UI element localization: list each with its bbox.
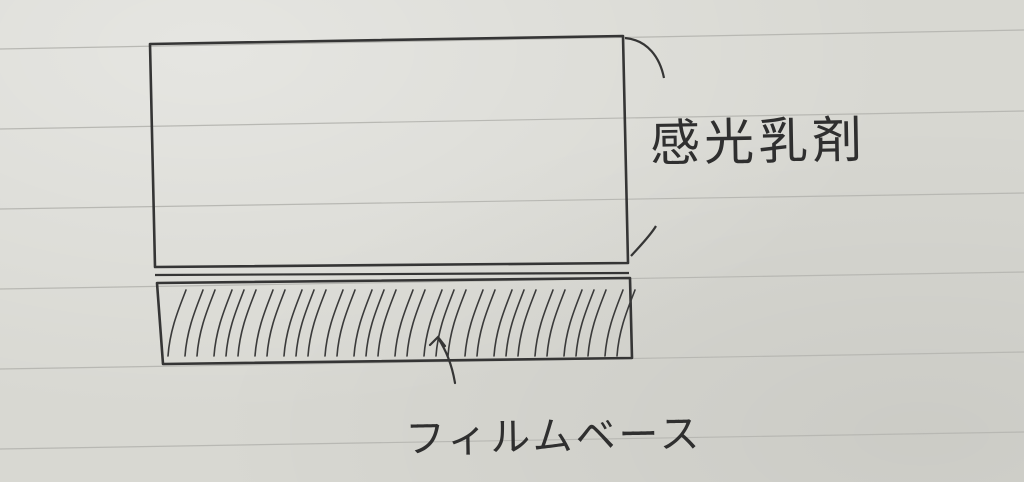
hatch-stroke (295, 289, 315, 357)
hatch-stroke (563, 289, 583, 357)
hatch-stroke (196, 289, 216, 357)
film-base-label: フィルムベース (404, 411, 703, 463)
hatch-stroke (237, 289, 257, 357)
rule-line (0, 431, 1024, 450)
hatch-stroke (464, 289, 484, 357)
hatch-stroke (225, 289, 245, 357)
hatch-stroke (213, 289, 233, 357)
hatch-stroke (435, 289, 455, 357)
hatch-stroke (493, 289, 513, 357)
rule-line (0, 192, 1024, 210)
hatch-stroke (505, 289, 525, 357)
hatch-stroke (307, 289, 327, 357)
hatch-stroke (184, 289, 204, 357)
film-base-hatching (167, 289, 636, 357)
hatch-stroke (336, 289, 356, 357)
hatch-stroke (167, 289, 187, 357)
hatch-stroke (394, 289, 414, 357)
hatch-stroke (517, 289, 537, 357)
hatch-stroke (324, 289, 344, 357)
hatch-stroke (534, 289, 554, 357)
hatch-stroke (476, 289, 496, 357)
hatch-stroke (546, 289, 566, 357)
hatch-stroke (447, 289, 467, 357)
rule-line (0, 110, 1024, 130)
emulsion-label: 感光乳剤 (649, 111, 867, 173)
hatch-stroke (365, 289, 385, 357)
hatch-stroke (575, 289, 595, 357)
hatch-stroke (616, 289, 636, 357)
emulsion-brace-lower (630, 225, 657, 257)
film-base-pointer (428, 335, 457, 385)
hatch-stroke (283, 289, 303, 357)
hatch-stroke (587, 289, 607, 357)
film-base-box (155, 276, 634, 366)
emulsion-brace (624, 36, 666, 79)
hatch-stroke (377, 289, 397, 357)
emulsion-layer-box (148, 34, 630, 269)
emulsion-layer-bottom-line (154, 271, 630, 277)
hatch-stroke (423, 289, 443, 357)
rule-line (0, 29, 1024, 50)
hatch-stroke (254, 289, 274, 357)
hatch-stroke (406, 289, 426, 357)
hatch-stroke (266, 289, 286, 357)
hatch-stroke (604, 289, 624, 357)
hatch-stroke (353, 289, 373, 357)
